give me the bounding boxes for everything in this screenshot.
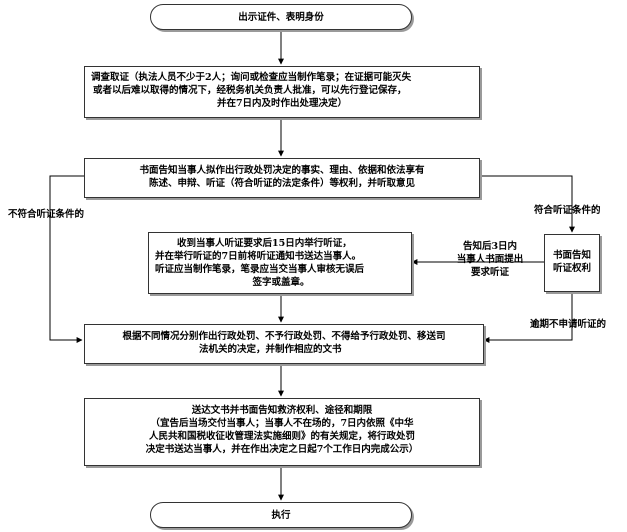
hearing-notice-line-2: 听证权利 [552,263,591,274]
deliver-line-3: 人民共和国税收征收管理法实施细则》的有关规定，将行政处罚 [148,431,415,442]
not-qualified-label: 不符合听证条件的 [8,209,85,220]
notify-box: 书面告知当事人拟作出行政处罚决定的事实、理由、依据和依法享有 陈述、申辩、听证（… [84,158,480,198]
investigate-line-1: 调查取证（执法人员不少于2人；询问或检查应当制作笔录；在证据可能灭失 [91,72,412,83]
hearing-notice-line-1: 书面告知 [552,250,591,261]
request-line-1: 告知后3日内 [462,241,518,252]
deliver-line-2: （宜告后当场交付当事人；当事人不在场的，7日内依照《中华 [150,418,414,429]
arrow-qualified-path [480,175,575,233]
hearing-line-2: 并在举行听证的7日前将听证通知书送达当事人。 [155,251,362,262]
no-request-label: 逾期不申请听证的 [530,319,607,330]
investigate-box: 调查取证（执法人员不少于2人；询问或检查应当制作笔录；在证据可能灭失 或者以后难… [84,66,480,118]
hearing-box: 收到当事人听证要求后15日内举行听证， 并在举行听证的7日前将听证通知书送达当事… [148,232,412,294]
notify-line-1: 书面告知当事人拟作出行政处罚决定的事实、理由、依据和依法享有 [139,165,425,176]
execute-node: 执行 [150,502,412,528]
deliver-line-1: 送达文书并书面告知救济权利、途径和期限 [191,405,373,416]
hearing-line-4: 签字或盖章。 [252,277,310,288]
hearing-line-3: 听证应当制作笔录，笔录应当交当事人审核无误后 [155,264,365,275]
deliver-line-4: 决定书送达当事人，并在作出决定之日起7个工作日内完成公示） [145,444,419,455]
arrow-no-request-path [483,292,573,343]
qualified-label: 符合听证条件的 [534,205,601,216]
investigate-line-3: 并在7日内及时作出处理决定） [216,98,348,109]
arrow-not-qualified-path [49,175,84,343]
start-node: 出示证件、表明身份 [150,4,412,30]
request-line-3: 要求听证 [470,267,509,278]
notify-line-2: 陈述、申辩、听证（符合听证的法定条件）等权利，并听取意见 [148,178,415,189]
decision-line-1: 根据不同情况分别作出行政处罚、不予行政处罚、不得给予行政处罚、移送司 [122,331,446,342]
execute-label: 执行 [271,509,291,521]
hearing-notice-box: 书面告知 听证权利 [544,234,600,292]
decision-line-2: 法机关的决定，并制作相应的文书 [199,344,342,355]
start-label: 出示证件、表明身份 [238,11,324,23]
request-label: 告知后3日内 当事人书面提出 要求听证 [438,240,542,279]
request-line-2: 当事人书面提出 [456,254,524,265]
hearing-line-1: 收到当事人听证要求后15日内举行听证， [177,238,352,249]
investigate-line-2: 或者以后难以取得的情况下，经税务机关负责人批准，可以先行登记保存， [93,85,407,96]
decision-box: 根据不同情况分别作出行政处罚、不予行政处罚、不得给予行政处罚、移送司 法机关的决… [84,324,484,364]
deliver-box: 送达文书并书面告知救济权利、途径和期限 （宜告后当场交付当事人；当事人不在场的，… [84,398,480,466]
